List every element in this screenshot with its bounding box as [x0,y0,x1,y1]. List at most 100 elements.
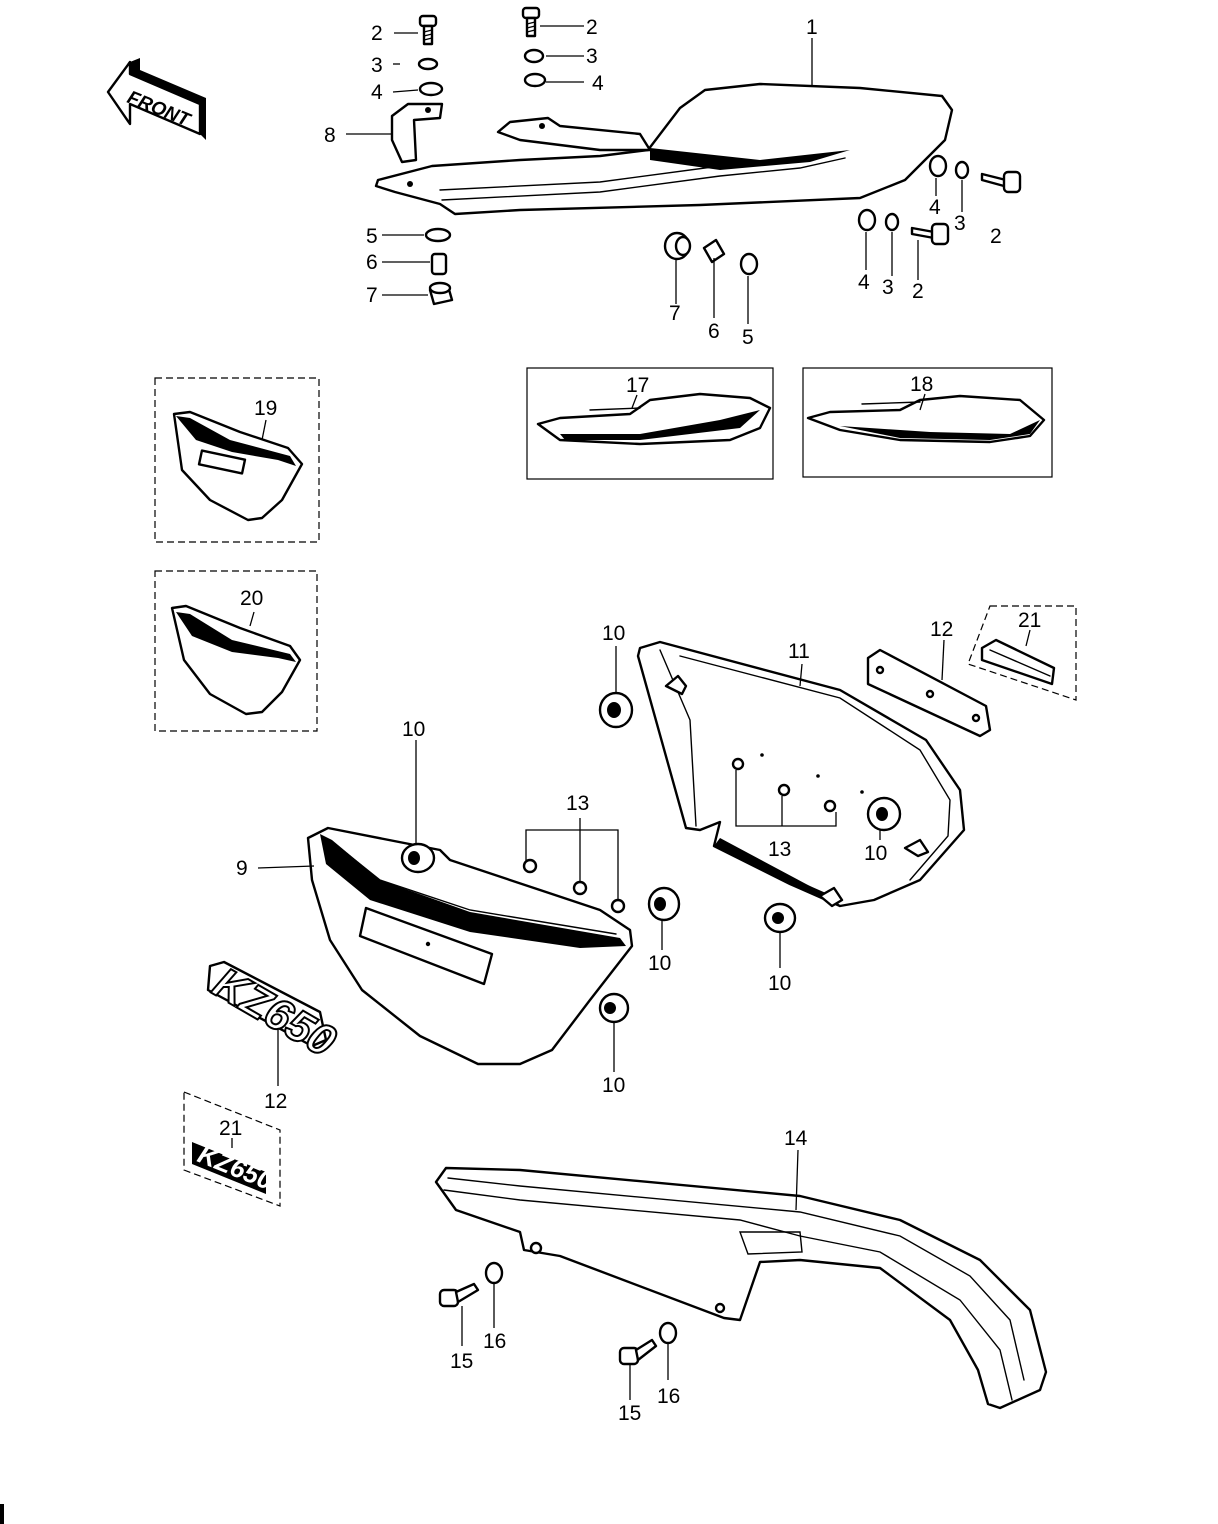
side-cover-variant-frame [154,377,320,543]
left-side-cover-part [306,826,634,1066]
grommet-icon [739,252,759,276]
callout-10: 10 [648,952,671,975]
grommet-icon [400,842,436,874]
callout-10: 10 [602,1074,625,1097]
callout-3: 3 [954,212,966,235]
callout-14: 14 [784,1127,808,1150]
callout-5: 5 [742,326,754,349]
callout-6: 6 [366,251,378,274]
side-cover-variant-20 [170,604,302,716]
grommet-icon [598,691,634,729]
callout-4: 4 [858,271,870,294]
callout-17: 17 [626,374,649,397]
grommet-icon [763,902,797,934]
washer-icon [418,81,444,97]
callout-12: 12 [264,1090,287,1113]
grommet-icon [424,227,452,243]
callout-21: 21 [1018,609,1041,632]
callout-13: 13 [768,838,791,861]
callout-5: 5 [366,225,378,248]
grommet-icon [647,886,681,922]
bolt-icon [910,222,950,246]
lock-washer-icon [523,48,545,64]
seat-variant-frame [802,367,1053,478]
callout-9: 9 [236,857,248,880]
callout-10: 10 [602,622,625,645]
washer-icon [857,208,877,232]
kz650-emblem-variant-text: KZ650 [194,1139,278,1196]
callout-7: 7 [366,284,378,307]
lock-washer-icon [954,160,970,180]
callout-16: 16 [483,1330,506,1353]
washer-icon [928,154,948,178]
callout-labels: 1 2 2 2 2 3 3 3 3 4 4 4 4 5 5 6 6 7 7 8 … [219,16,1041,1425]
page-edge-mark [0,1504,4,1524]
nut-icon [610,898,626,914]
seat-variant-frame [526,367,774,480]
side-cover-variant-19 [172,410,304,522]
callout-2: 2 [912,280,924,303]
callout-2: 2 [371,22,383,45]
damper-icon [663,231,692,261]
callout-18: 18 [910,373,933,396]
collar-icon [702,238,726,264]
side-cover-variant-frame [154,570,318,732]
callout-10: 10 [402,718,425,741]
callout-12: 12 [930,618,953,641]
kz650-emblem-text: KZ650 [205,958,344,1067]
seat-part [374,82,954,216]
chain-guard-part [434,1166,1048,1410]
emblem-variant-frame [183,1091,281,1207]
grommet-icon [598,992,630,1024]
callout-10: 10 [768,972,791,995]
callout-6: 6 [708,320,720,343]
callout-21: 21 [219,1117,242,1140]
callout-3: 3 [586,45,598,68]
seat-variant-18 [806,394,1046,444]
callout-4: 4 [929,196,941,219]
nut-icon [522,858,538,874]
nut-icon [572,880,588,896]
callout-13: 13 [566,792,589,815]
washer-icon [484,1261,504,1285]
callout-4: 4 [371,81,383,104]
kz650-emblem-part: KZ650 [204,957,345,1068]
bolt-icon [438,1282,480,1308]
callout-2: 2 [586,16,598,39]
bolt-icon [418,14,438,46]
callout-16: 16 [657,1385,680,1408]
lock-washer-icon [884,212,900,232]
emblem-plate-part [866,648,992,738]
front-arrow-icon: FRONT [106,58,206,140]
damper-icon [428,281,454,306]
callout-3: 3 [882,276,894,299]
callout-19: 19 [254,397,277,420]
seat-variant-17 [536,392,772,446]
callout-3: 3 [371,54,383,77]
callout-1: 1 [806,16,818,39]
bolt-icon [618,1338,658,1366]
callout-20: 20 [240,587,263,610]
emblem-variant-part: KZ650 [192,1139,278,1196]
callout-11: 11 [788,640,810,663]
emblem-variant-part [980,638,1056,686]
washer-icon [523,72,547,88]
callout-10: 10 [864,842,887,865]
collar-icon [430,252,448,276]
right-side-cover-part [636,640,966,908]
callout-8: 8 [324,124,336,147]
bolt-icon [521,6,541,38]
callout-15: 15 [618,1402,641,1425]
callout-15: 15 [450,1350,473,1373]
leader-lines [231,25,1031,1400]
lock-washer-icon [417,57,439,71]
seat-bracket-part [390,102,444,164]
callout-2: 2 [990,225,1002,248]
grommet-icon [866,796,902,832]
emblem-variant-frame [967,605,1077,701]
washer-icon [658,1321,678,1345]
callout-7: 7 [669,302,681,325]
bolt-icon [980,170,1022,194]
callout-4: 4 [592,72,604,95]
